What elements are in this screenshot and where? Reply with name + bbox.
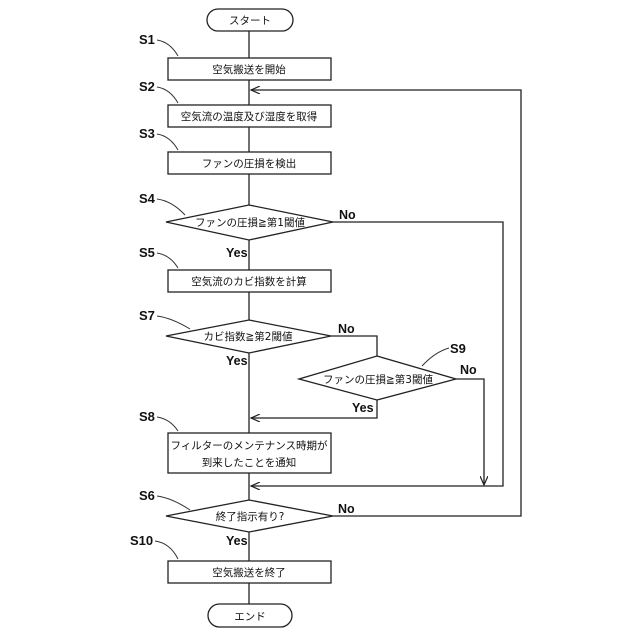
leader-line-s3 xyxy=(157,134,178,150)
leader-line-s10 xyxy=(155,541,178,559)
branch-label-s9-yes: Yes xyxy=(352,401,374,415)
leader-line-s9 xyxy=(422,348,449,366)
step-s3: ファンの圧損を検出 S3 xyxy=(139,126,331,174)
start-terminal: スタート xyxy=(207,9,293,31)
leader-line-s7 xyxy=(157,316,190,329)
connector-s7-no xyxy=(331,336,377,356)
decision-text-s6: 終了指示有り? xyxy=(216,510,285,523)
leader-line-s8 xyxy=(157,417,178,431)
connector-s9-no xyxy=(456,379,484,485)
end-terminal: エンド xyxy=(208,604,292,627)
decision-s7: カビ指数≧第2閾値 S7 No Yes xyxy=(139,308,355,368)
branch-label-s9-no: No xyxy=(460,363,477,377)
step-s2: 空気流の温度及び湿度を取得 S2 xyxy=(139,79,331,127)
step-label-s1: S1 xyxy=(139,32,155,47)
decision-s4: ファンの圧損≧第1閾値 S4 No Yes xyxy=(139,191,356,260)
process-text-s3: ファンの圧損を検出 xyxy=(202,157,297,170)
step-label-s5: S5 xyxy=(139,245,155,260)
decision-text-s7: カビ指数≧第2閾値 xyxy=(204,330,293,343)
branch-label-s7-yes: Yes xyxy=(226,354,248,368)
process-text-s8-line1: フィルターのメンテナンス時期が xyxy=(170,439,328,452)
decision-s6: 終了指示有り? S6 No Yes xyxy=(139,488,355,548)
start-terminal-text: スタート xyxy=(229,15,271,27)
process-text-s5: 空気流のカビ指数を計算 xyxy=(191,275,307,288)
decision-s9: ファンの圧損≧第3閾値 S9 No Yes xyxy=(299,341,477,415)
step-label-s2: S2 xyxy=(139,79,155,94)
branch-label-s4-yes: Yes xyxy=(226,246,248,260)
leader-line-s2 xyxy=(157,87,178,103)
process-text-s1: 空気搬送を開始 xyxy=(212,63,286,76)
step-label-s8: S8 xyxy=(139,409,155,424)
step-label-s9: S9 xyxy=(450,341,466,356)
leader-line-s1 xyxy=(157,40,178,56)
branch-label-s6-yes: Yes xyxy=(226,534,248,548)
step-label-s10: S10 xyxy=(130,533,153,548)
branch-label-s6-no: No xyxy=(338,502,355,516)
step-s1: 空気搬送を開始 S1 xyxy=(139,32,331,80)
step-label-s3: S3 xyxy=(139,126,155,141)
process-text-s8-line2: 到来したことを通知 xyxy=(202,456,297,469)
process-text-s10: 空気搬送を終了 xyxy=(212,566,286,579)
leader-line-s5 xyxy=(157,253,178,268)
decision-text-s4: ファンの圧損≧第1閾値 xyxy=(195,216,305,229)
step-label-s6: S6 xyxy=(139,488,155,503)
step-label-s7: S7 xyxy=(139,308,155,323)
branch-label-s7-no: No xyxy=(338,322,355,336)
leader-line-s4 xyxy=(157,199,185,215)
step-label-s4: S4 xyxy=(139,191,156,206)
process-text-s2: 空気流の温度及び湿度を取得 xyxy=(181,110,318,123)
branch-label-s4-no: No xyxy=(339,208,356,222)
decision-text-s9: ファンの圧損≧第3閾値 xyxy=(323,373,433,386)
leader-line-s6 xyxy=(157,496,190,510)
end-terminal-text: エンド xyxy=(234,611,266,623)
